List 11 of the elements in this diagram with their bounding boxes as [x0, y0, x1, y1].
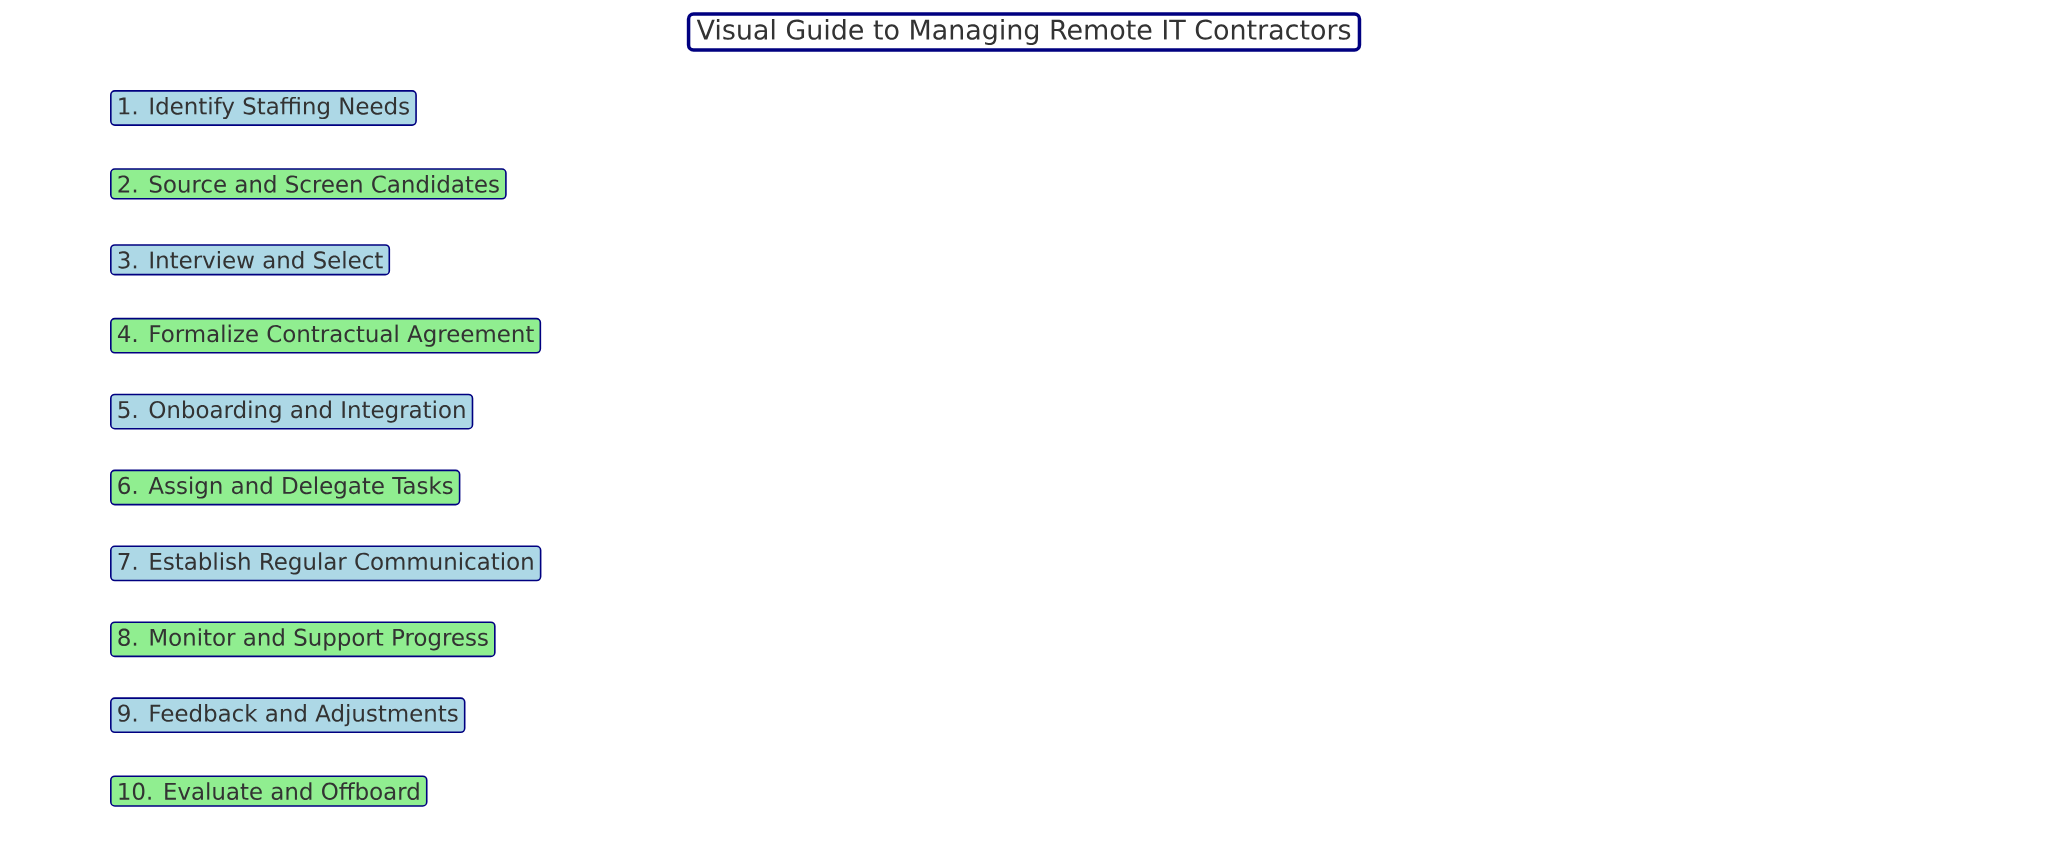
step-box: 5. Onboarding and Integration [110, 393, 474, 430]
step-box: 6. Assign and Delegate Tasks [110, 469, 461, 506]
title-box: Visual Guide to Managing Remote IT Contractors [686, 12, 1362, 52]
step-box: 2. Source and Screen Candidates [110, 168, 507, 200]
step-box: 4. Formalize Contractual Agreement [110, 317, 542, 354]
step-box: 7. Establish Regular Communication [110, 545, 542, 582]
step-box: 3. Interview and Select [110, 244, 391, 276]
step-box: 8. Monitor and Support Progress [110, 621, 496, 658]
step-box: 1. Identify Staffing Needs [110, 90, 417, 126]
step-box: 9. Feedback and Adjustments [110, 697, 466, 734]
step-box: 10. Evaluate and Offboard [110, 775, 428, 807]
